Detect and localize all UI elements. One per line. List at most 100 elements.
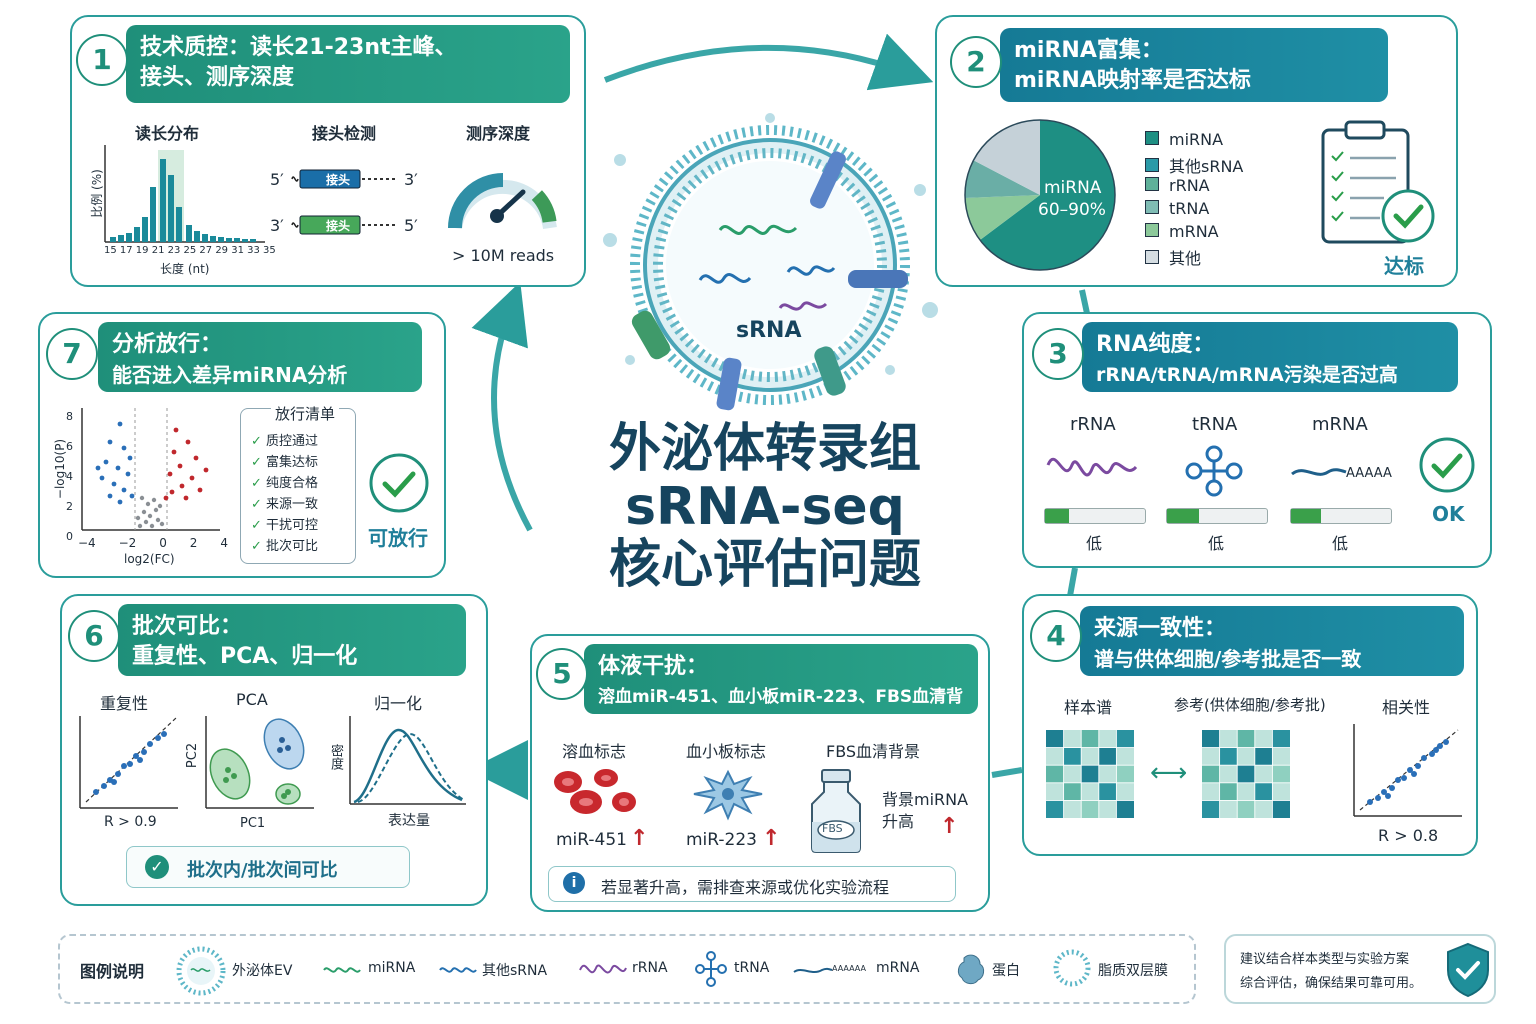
card2-title-line1: miRNA富集： <box>1014 38 1163 63</box>
release-check-icon <box>369 453 429 513</box>
legend-trna: tRNA <box>1169 199 1210 218</box>
card2-header: miRNA富集： miRNA映射率是否达标 <box>1000 28 1388 102</box>
legend-mirna-icon <box>323 967 361 973</box>
tip-line2: 综合评估，确保结果可靠可用。 <box>1240 976 1423 991</box>
pie-legend: miRNA 其他sRNA rRNA tRNA mRNA 其他 <box>1145 130 1243 268</box>
fbs-up-arrow: ↑ <box>940 814 959 839</box>
platelet-icon <box>693 769 763 821</box>
ytick: 8 <box>66 410 73 423</box>
enrichment-status: 达标 <box>1384 254 1424 278</box>
pca-label: PCA <box>236 690 268 709</box>
legend-item-mrna: mRNA <box>876 960 920 976</box>
card6-title-line1: 批次可比： <box>132 614 243 639</box>
mirna-pie-chart <box>964 119 1116 271</box>
batch-status-text: 批次内/批次间可比 <box>187 860 338 881</box>
card4-title-line1: 来源一致性： <box>1094 616 1227 641</box>
card4-number: 4 <box>1032 612 1080 660</box>
legend-panel: 图例说明 外泌体EV miRNA 其他sRNA rRNA tRNA AAAAAA… <box>58 934 1196 1004</box>
hemolysis-label: 溶血标志 <box>562 742 627 761</box>
checklist-title: 放行清单 <box>271 403 340 424</box>
adapter-row2-5prime: 5′ <box>404 216 418 235</box>
legend-trna-icon <box>695 951 727 987</box>
legend-lipid-bilayer-icon <box>1053 949 1091 987</box>
mrna-icon <box>1291 468 1347 476</box>
volcano-ylabel: −log10(P) <box>53 438 68 500</box>
purity-mrna-level: 低 <box>1332 534 1349 553</box>
vesicle-label: sRNA <box>736 318 802 343</box>
card5-title-line1: 体液干扰： <box>598 654 709 679</box>
purity-trna-level: 低 <box>1208 534 1225 553</box>
check-icon: ✓ <box>251 455 262 470</box>
depth-gauge <box>448 173 557 230</box>
normalization-label: 归一化 <box>374 694 423 713</box>
correlation-scatter <box>1353 724 1462 817</box>
legend-title: 图例说明 <box>80 962 145 981</box>
ytick: 4 <box>66 470 73 483</box>
card7-title-line1: 分析放行： <box>112 332 223 357</box>
fbs-bottle-label: FBS <box>822 822 843 835</box>
read-length-xticks: 15 17 19 21 23 25 27 29 31 33 35 <box>104 245 276 256</box>
batch-status-box: ✓ 批次内/批次间可比 <box>126 846 410 888</box>
xtick: 2 <box>189 536 198 550</box>
read-length-subtitle: 读长分布 <box>135 124 200 143</box>
purity-bar-trna <box>1166 508 1268 524</box>
read-length-xlabel: 长度 (nt) <box>160 262 210 276</box>
repeatability-label: 重复性 <box>100 694 149 713</box>
legend-rrna: rRNA <box>1169 176 1210 195</box>
legend-other-srna: 其他sRNA <box>1169 157 1244 176</box>
red-blood-cell-icon <box>554 769 636 814</box>
legend-item-lipid: 脂质双层膜 <box>1098 963 1168 979</box>
legend-item-trna: tRNA <box>734 960 770 976</box>
repeatability-scatter <box>79 716 178 809</box>
xtick: −4 <box>78 536 96 550</box>
legend-item-other-srna: 其他sRNA <box>482 963 548 979</box>
fbs-bottle-icon <box>811 769 861 853</box>
card4-header: 来源一致性： 谱与供体细胞/参考批是否一致 <box>1080 606 1464 676</box>
depth-value: > 10M reads <box>452 246 555 265</box>
mir451-up-arrow: ↑ <box>630 826 649 851</box>
mir223-label: miR-223 <box>686 830 757 850</box>
xtick: −2 <box>118 536 137 550</box>
legend-item-protein: 蛋白 <box>992 963 1020 979</box>
xtick: 4 <box>220 536 228 550</box>
card5-number: 5 <box>538 650 586 698</box>
pca-pc2: PC2 <box>185 742 201 769</box>
card3-number: 3 <box>1034 330 1082 378</box>
background-mirna-label2: 升高 <box>882 812 915 831</box>
ytick: 2 <box>66 500 73 513</box>
purity-rrna-level: 低 <box>1086 534 1103 553</box>
card3-header: RNA纯度： rRNA/tRNA/mRNA污染是否过高 <box>1082 322 1458 392</box>
mrna-polya: AAAAA <box>1346 466 1392 481</box>
card7-title-line2: 能否进入差异miRNA分析 <box>112 363 348 387</box>
card1-title-line2: 接头、测序深度 <box>140 65 295 90</box>
purity-rrna-label: rRNA <box>1070 414 1116 435</box>
mir223-up-arrow: ↑ <box>762 826 781 851</box>
pca-plot <box>205 716 314 809</box>
release-checklist: 放行清单 ✓ 质控通过 ✓ 富集达标 ✓ 纯度合格 ✓ 来源一致 ✓ 干扰可控 … <box>240 403 356 564</box>
density-label: 密度 <box>328 744 343 770</box>
purity-status: OK <box>1432 502 1465 526</box>
purity-mrna-label: mRNA <box>1312 414 1368 435</box>
card5-header: 体液干扰： 溶血miR-451、血小板miR-223、FBS血清背景 <box>584 644 978 737</box>
compare-arrow-icon: ⟷ <box>1150 758 1188 788</box>
fbs-label: FBS血清背景 <box>826 742 921 761</box>
checklist-item: 干扰可控 <box>266 518 319 533</box>
tip-panel: 建议结合样本类型与实验方案 综合评估，确保结果可靠可用。 <box>1224 934 1496 1004</box>
batch-check-icon: ✓ <box>145 855 169 879</box>
trna-icon <box>1185 445 1243 497</box>
sample-profile-label: 样本谱 <box>1064 698 1113 717</box>
legend-mirna: miRNA <box>1169 130 1224 149</box>
adapter-subtitle: 接头检测 <box>312 124 377 143</box>
card2-number: 2 <box>952 38 1000 86</box>
card5-title-line2: 溶血miR-451、血小板miR-223、FBS血清背景 <box>598 687 964 737</box>
interference-note: i 若显著升高，需排查来源或优化实验流程 <box>548 866 956 902</box>
card6-title-line2: 重复性、PCA、归一化 <box>132 644 358 669</box>
tip-line1: 建议结合样本类型与实验方案 <box>1240 952 1410 967</box>
purity-trna-label: tRNA <box>1192 414 1238 435</box>
check-icon: ✓ <box>251 434 262 449</box>
main-title: 外泌体转录组 sRNA-seq 核心评估问题 <box>560 420 970 594</box>
repeatability-r: R > 0.9 <box>104 814 157 830</box>
card6-number: 6 <box>70 612 118 660</box>
normalization-density <box>349 716 466 805</box>
